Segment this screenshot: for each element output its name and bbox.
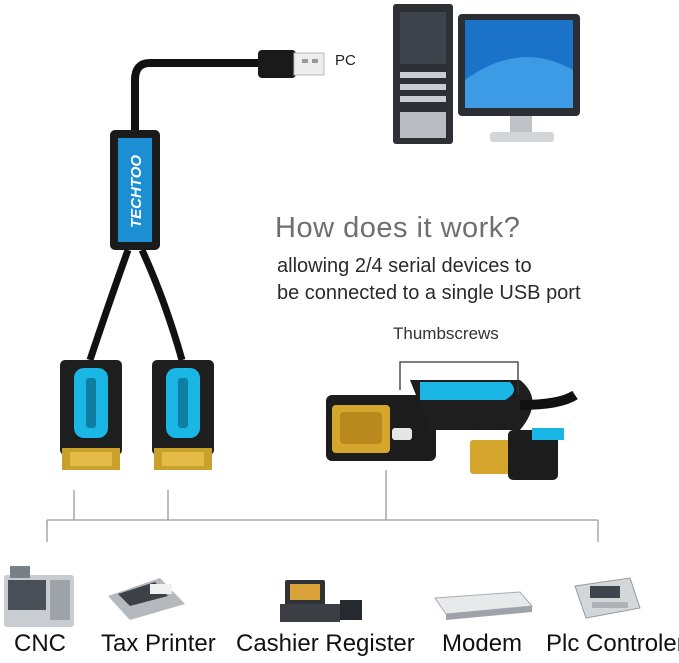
modem-icon: [434, 591, 534, 620]
usb-plug-icon: [258, 50, 325, 78]
pc-computer-icon: [393, 4, 580, 144]
db9-connector-left: [60, 360, 122, 470]
device-label-plc-controler: Plc Controler: [546, 630, 679, 657]
brand-logo: TECHTOO: [128, 155, 145, 228]
heading: How does it work?: [275, 212, 521, 244]
pc-label: PC: [335, 52, 356, 69]
description-line-2: be connected to a single USB port: [277, 282, 581, 304]
cash-register-icon: [280, 580, 362, 622]
device-label-cashier-register: Cashier Register: [236, 630, 415, 657]
description-line-1: allowing 2/4 serial devices to: [277, 255, 532, 277]
tax-printer-icon: [108, 578, 185, 620]
db9-connector-right: [152, 360, 214, 470]
cnc-machine-icon: [4, 566, 74, 627]
device-label-modem: Modem: [442, 630, 523, 657]
thumbscrews-label: Thumbscrews: [393, 324, 499, 343]
usb-hub-body: TECHTOO: [110, 130, 160, 250]
plc-controller-icon: [574, 577, 641, 619]
device-label-cnc: CNC: [14, 630, 66, 657]
connection-tree: [46, 470, 599, 542]
serial-cable-photo: [326, 380, 578, 480]
device-label-tax-printer: Tax Printer: [101, 630, 216, 657]
